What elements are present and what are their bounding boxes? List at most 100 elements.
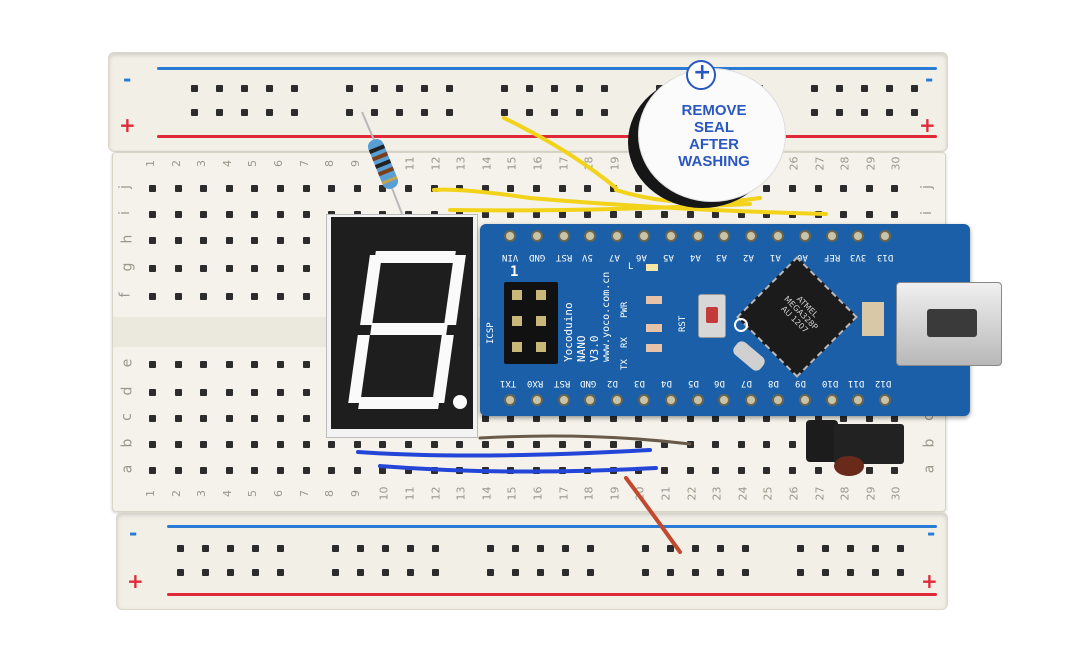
pin-label: A4 <box>689 252 701 262</box>
segment-a <box>374 251 456 263</box>
breadboard-hole <box>405 441 412 448</box>
breadboard-hole <box>840 415 848 422</box>
breadboard-hole <box>379 185 387 192</box>
breadboard-hole <box>200 211 208 218</box>
breadboard-hole <box>302 441 310 448</box>
breadboard-hole <box>865 185 873 192</box>
mini-usb-port[interactable] <box>896 282 1002 366</box>
breadboard-hole <box>200 265 208 272</box>
breadboard-hole <box>847 569 854 576</box>
row-letter: i <box>918 211 935 215</box>
header-pin <box>664 230 677 242</box>
breadboard-hole <box>149 415 156 422</box>
pin-label: D2 <box>607 378 619 388</box>
breadboard-hole <box>584 441 592 448</box>
breadboard-hole <box>225 293 233 300</box>
breadboard-hole <box>533 441 540 448</box>
breadboard-hole <box>149 211 156 218</box>
led-l <box>646 264 658 271</box>
reset-button-cap[interactable] <box>706 307 718 323</box>
breadboard-hole <box>558 185 566 192</box>
breadboard-hole <box>407 569 414 576</box>
breadboard-hole <box>642 545 649 552</box>
breadboard-hole <box>421 85 428 92</box>
breadboard-hole <box>174 415 182 422</box>
breadboard-hole <box>763 211 771 218</box>
breadboard-hole <box>277 569 284 576</box>
header-pin <box>504 230 516 242</box>
breadboard-hole <box>584 211 592 218</box>
breadboard-hole <box>797 545 804 552</box>
breadboard-hole <box>763 467 771 474</box>
arduino-url: www.yoco.com.cn <box>601 271 612 362</box>
breadboard-hole <box>421 109 428 116</box>
icsp-header <box>504 282 558 364</box>
breadboard-hole <box>737 415 745 422</box>
breadboard-hole <box>432 545 439 552</box>
segment-f <box>360 255 382 325</box>
breadboard-hole <box>177 545 184 552</box>
breadboard-hole <box>200 237 208 244</box>
header-pin <box>745 230 758 242</box>
breadboard-hole <box>558 211 566 218</box>
breadboard-hole <box>332 569 339 576</box>
breadboard-hole <box>396 109 403 116</box>
seven-segment-display <box>326 214 478 438</box>
breadboard-hole <box>225 361 233 368</box>
breadboard-hole <box>227 545 234 552</box>
buzzer-plus-symbol: + <box>693 60 712 85</box>
breadboard-hole <box>149 293 156 300</box>
pin-label: A2 <box>743 252 755 262</box>
breadboard-hole <box>277 185 284 192</box>
breadboard-hole <box>174 361 182 368</box>
breadboard-hole <box>507 185 515 192</box>
top-rail-red-line <box>157 135 937 138</box>
breadboard-hole <box>512 545 519 552</box>
breadboard-hole <box>149 389 156 396</box>
breadboard-hole <box>814 467 822 474</box>
breadboard-hole <box>587 545 594 552</box>
breadboard-hole <box>481 185 489 192</box>
breadboard-hole <box>712 441 720 448</box>
breadboard-hole <box>200 293 208 300</box>
breadboard-hole <box>558 415 566 422</box>
breadboard-hole <box>277 211 284 218</box>
icsp-pin <box>512 342 522 352</box>
breadboard-hole <box>174 185 182 192</box>
breadboard-hole <box>661 415 668 422</box>
breadboard-hole <box>202 569 209 576</box>
breadboard-hole <box>897 545 904 552</box>
breadboard-hole <box>601 109 608 116</box>
breadboard-hole <box>382 569 389 576</box>
ir-receiver <box>806 420 906 476</box>
bottom-wires <box>356 434 692 554</box>
breadboard-hole <box>814 415 822 422</box>
pin-label: D6 <box>714 378 726 388</box>
pin-label: 3V3 <box>850 252 867 262</box>
segment-e <box>348 335 370 403</box>
breadboard-hole <box>487 545 494 552</box>
breadboard-hole <box>200 467 208 474</box>
breadboard-hole <box>302 361 310 368</box>
bottom-rail-plus-right: + <box>921 569 938 593</box>
breadboard-hole <box>225 211 233 218</box>
breadboard-hole <box>865 415 873 422</box>
buzzer: + REMOVE SEAL AFTER WASHING <box>628 58 786 208</box>
header-pin <box>584 230 597 242</box>
breadboard-hole <box>847 545 854 552</box>
breadboard-hole <box>407 545 414 552</box>
breadboard-hole <box>635 211 643 218</box>
pin-label: D12 <box>875 378 892 388</box>
breadboard-hole <box>251 441 259 448</box>
breadboard-hole <box>487 569 494 576</box>
buzzer-label-line-3: AFTER <box>689 136 739 153</box>
breadboard-hole <box>635 415 643 422</box>
bottom-rail-minus: - <box>129 521 138 545</box>
header-pin <box>691 230 704 242</box>
bottom-rail-plus: + <box>127 569 144 593</box>
reset-button[interactable] <box>698 294 726 338</box>
top-rail-minus-right: - <box>925 67 934 91</box>
breadboard-hole <box>587 569 594 576</box>
breadboard-hole <box>277 545 284 552</box>
